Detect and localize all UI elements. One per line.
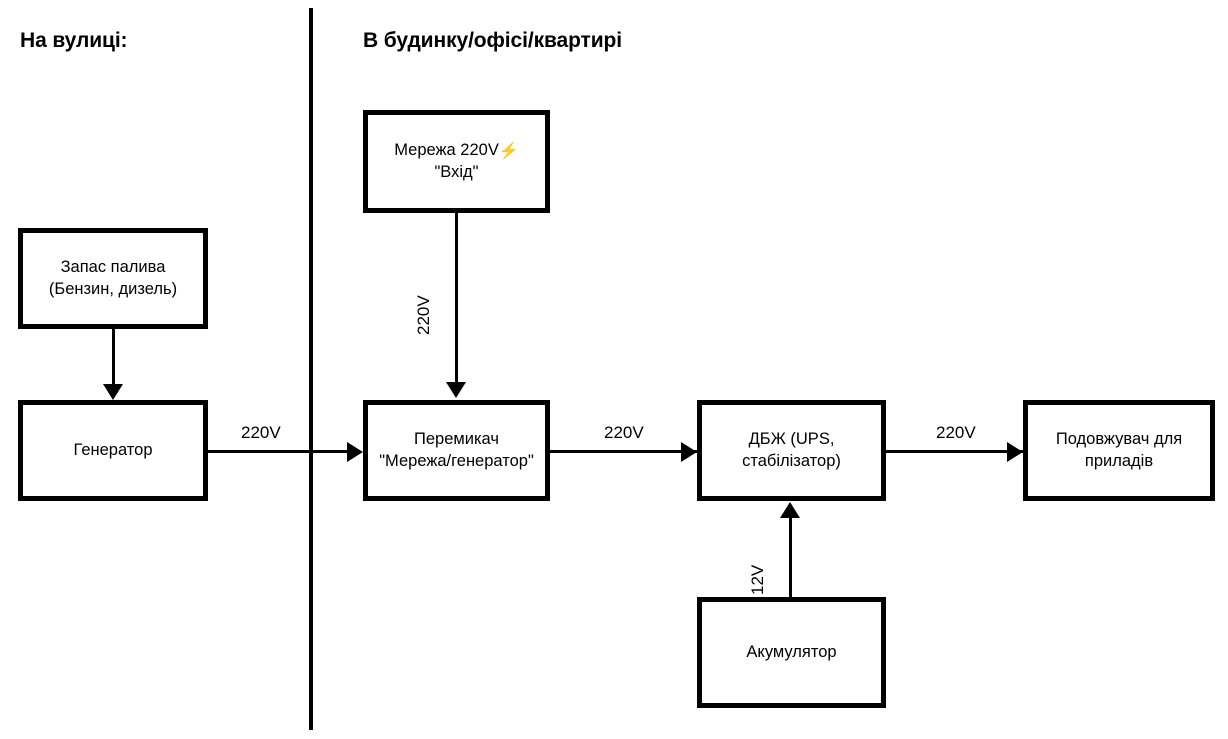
node-fuel-supply: Запас палива (Бензин, дизель): [18, 228, 208, 329]
section-header-outside: На вулиці:: [20, 29, 128, 52]
edge-label-switch-to-ups: 220V: [602, 423, 646, 443]
edge-ups-to-extension-line: [886, 450, 1024, 453]
node-generator-label: Генератор: [73, 440, 153, 459]
node-transfer-switch: Перемикач "Мережа/генератор": [363, 400, 550, 501]
node-generator: Генератор: [18, 400, 208, 501]
section-divider: [309, 8, 313, 730]
node-mains-input-line2: "Вхід": [434, 162, 479, 181]
node-mains-input-text: Мережа 220V: [394, 141, 499, 160]
edge-label-mains-to-switch: 220V: [414, 292, 434, 338]
node-mains-input-line1: Мережа 220V⚡: [394, 140, 519, 161]
edge-battery-to-ups-line: [789, 516, 792, 598]
lightning-bolt-icon: ⚡: [498, 143, 519, 161]
edge-battery-to-ups-arrowhead: [780, 502, 800, 518]
node-mains-input: Мережа 220V⚡ "Вхід": [363, 110, 550, 213]
edge-fuel-to-generator-line: [112, 329, 115, 387]
edge-label-battery-to-ups: 12V: [748, 561, 768, 598]
node-fuel-supply-line1: Запас палива: [60, 258, 166, 277]
node-extension-cord-line2: приладів: [1084, 451, 1154, 470]
edge-mains-to-switch-arrowhead: [446, 382, 466, 398]
node-battery-label: Акумулятор: [746, 642, 837, 661]
edge-label-ups-to-extension: 220V: [934, 423, 978, 443]
node-ups: ДБЖ (UPS, стабілізатор): [697, 400, 886, 501]
edge-generator-to-switch-line: [208, 450, 356, 453]
node-ups-line1: ДБЖ (UPS,: [748, 430, 835, 449]
node-battery: Акумулятор: [697, 597, 886, 708]
edge-mains-to-switch-line: [455, 213, 458, 385]
node-extension-cord-line1: Подовжувач для: [1055, 430, 1183, 449]
section-header-inside: В будинку/офісі/квартирі: [363, 29, 623, 52]
edge-fuel-to-generator-arrowhead: [103, 384, 123, 400]
edge-switch-to-ups-line: [550, 450, 698, 453]
node-extension-cord: Подовжувач для приладів: [1023, 400, 1215, 501]
node-transfer-switch-line2: "Мережа/генератор": [379, 451, 534, 470]
node-ups-line2: стабілізатор): [742, 451, 841, 470]
edge-label-generator-to-switch: 220V: [239, 423, 283, 443]
edge-ups-to-extension-arrowhead: [1007, 442, 1023, 462]
node-transfer-switch-line1: Перемикач: [414, 430, 499, 449]
edge-switch-to-ups-arrowhead: [681, 442, 697, 462]
node-fuel-supply-line2: (Бензин, дизель): [48, 279, 178, 298]
edge-generator-to-switch-arrowhead: [347, 442, 363, 462]
